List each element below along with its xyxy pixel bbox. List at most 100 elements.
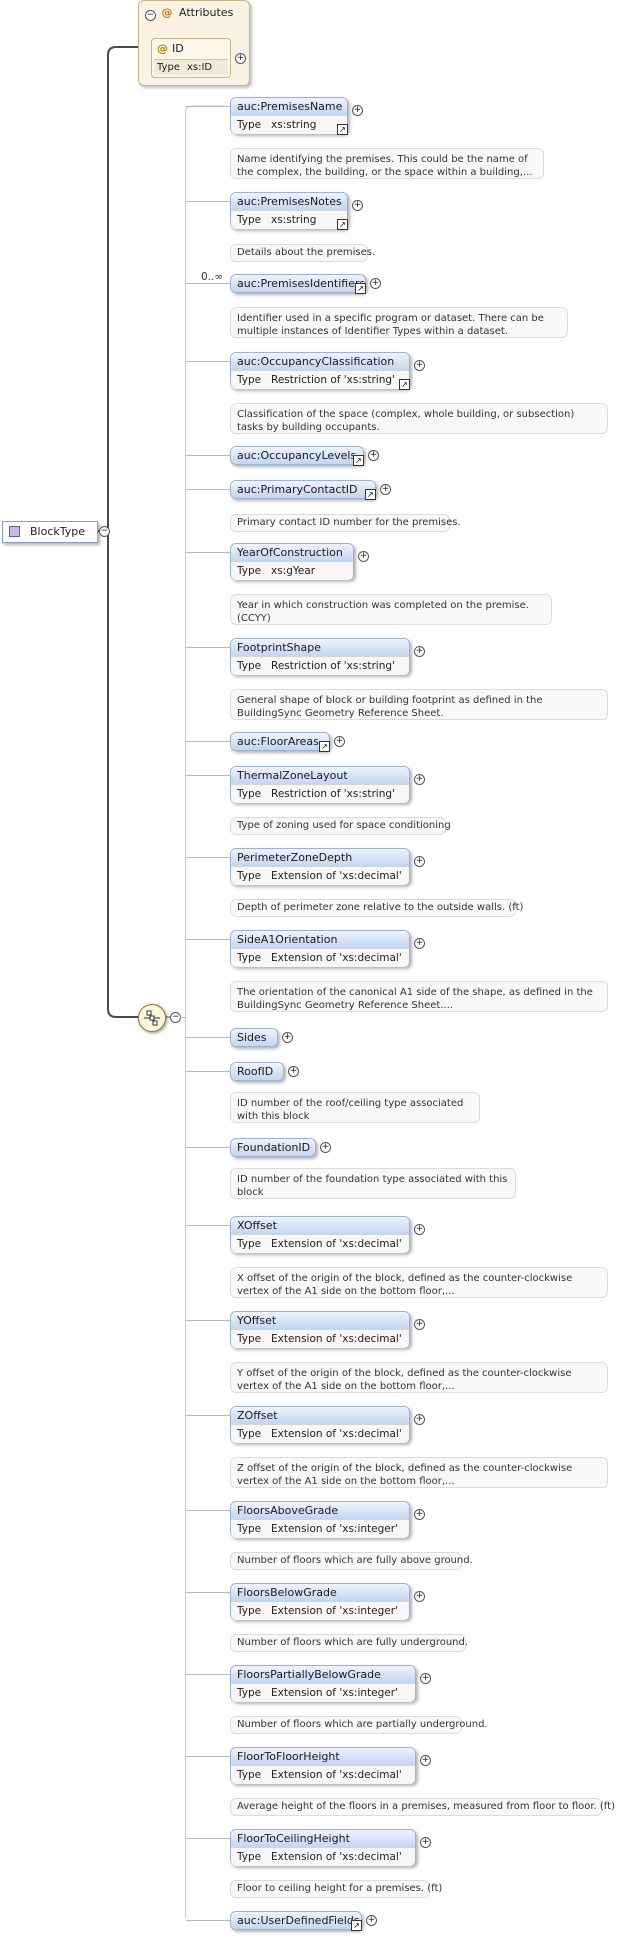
expand-icon[interactable]: + [380, 484, 391, 495]
documentation-note: Primary contact ID number for the premis… [230, 514, 461, 532]
element-name: FoundationID [231, 1139, 315, 1156]
expand-icon[interactable]: + [352, 200, 363, 211]
attribute-name: ID [172, 42, 184, 55]
sequence-trunk-line [185, 118, 186, 1918]
attributes-title: Attributes [179, 6, 234, 19]
element-name: auc:UserDefinedFields [231, 1912, 361, 1929]
element-type-value: Extension of 'xs:decimal' [271, 1333, 402, 1345]
child-connector-line [186, 775, 230, 776]
documentation-note: Details about the premises. [230, 244, 375, 262]
expand-icon[interactable]: + [334, 736, 345, 747]
expand-icon[interactable]: + [288, 1066, 299, 1077]
element-name: auc:PremisesIdentifiers [231, 275, 365, 292]
element-node[interactable]: Sides [230, 1028, 278, 1047]
element-name: auc:PrimaryContactID [231, 481, 375, 498]
expand-icon[interactable]: + [414, 1509, 425, 1520]
element-node[interactable]: auc:UserDefinedFields [230, 1911, 362, 1930]
element-name: PerimeterZoneDepth [231, 849, 409, 866]
documentation-note: Number of floors which are partially und… [230, 1716, 488, 1734]
expand-icon[interactable]: + [420, 1755, 431, 1766]
reference-arrow-icon[interactable]: ↗ [355, 283, 366, 294]
reference-arrow-icon[interactable]: ↗ [399, 379, 410, 390]
element-node[interactable]: auc:OccupancyLevels [230, 446, 364, 465]
reference-arrow-icon[interactable]: ↗ [337, 219, 348, 230]
expand-icon[interactable]: + [420, 1673, 431, 1684]
documentation-note: The orientation of the canonical A1 side… [230, 981, 608, 1012]
child-connector-line [186, 1592, 230, 1593]
element-name: XOffset [231, 1217, 409, 1234]
child-connector-line [186, 1415, 230, 1416]
child-connector-line [186, 1037, 230, 1038]
expand-icon[interactable]: + [414, 360, 425, 371]
child-connector-line [186, 1147, 230, 1148]
child-connector-line [186, 283, 230, 284]
attribute-at-icon: @ [161, 6, 173, 19]
expand-icon[interactable]: + [420, 1837, 431, 1848]
expand-icon[interactable]: + [370, 278, 381, 289]
documentation-note: Year in which construction was completed… [230, 594, 552, 625]
expand-icon[interactable]: + [414, 774, 425, 785]
element-node[interactable]: RoofID [230, 1062, 284, 1081]
child-connector-line [186, 1320, 230, 1321]
expand-icon[interactable]: + [358, 551, 369, 562]
element-type-label: Type [237, 660, 262, 672]
expand-icon[interactable]: + [414, 1224, 425, 1235]
element-type-label: Type [237, 1851, 262, 1863]
expand-icon[interactable]: + [414, 1414, 425, 1425]
root-complex-type-node[interactable]: BlockType [2, 521, 98, 543]
expand-icon[interactable]: + [368, 450, 379, 461]
element-node[interactable]: auc:FloorAreas [230, 732, 330, 751]
expand-attribute-icon[interactable]: + [235, 53, 246, 64]
expand-icon[interactable]: + [414, 856, 425, 867]
collapse-root-icon[interactable]: − [99, 526, 110, 537]
reference-arrow-icon[interactable]: ↗ [351, 1920, 362, 1931]
expand-icon[interactable]: + [414, 1591, 425, 1602]
expand-icon[interactable]: + [282, 1032, 293, 1043]
reference-arrow-icon[interactable]: ↗ [365, 489, 376, 500]
expand-icon[interactable]: + [414, 938, 425, 949]
element-type-value: Restriction of 'xs:string' [271, 374, 395, 386]
cardinality-label: 0..∞ [201, 271, 224, 283]
element-node[interactable]: FoundationID [230, 1138, 316, 1157]
element-name: RoofID [231, 1063, 283, 1080]
element-type-label: Type [237, 870, 262, 882]
child-connector-line [186, 455, 230, 456]
expand-icon[interactable]: + [414, 1319, 425, 1330]
reference-arrow-icon[interactable]: ↗ [337, 124, 348, 135]
expand-icon[interactable]: + [414, 646, 425, 657]
expand-icon[interactable]: + [352, 105, 363, 116]
reference-arrow-icon[interactable]: ↗ [319, 741, 330, 752]
expand-icon[interactable]: + [366, 1915, 377, 1926]
child-connector-line [186, 552, 230, 553]
element-type-value: Extension of 'xs:integer' [271, 1605, 398, 1617]
collapse-attributes-icon[interactable]: − [145, 10, 156, 21]
reference-arrow-icon[interactable]: ↗ [353, 455, 364, 466]
element-node[interactable]: auc:PremisesIdentifiers [230, 274, 366, 293]
sequence-compositor[interactable] [138, 1004, 166, 1032]
expand-icon[interactable]: + [320, 1142, 331, 1153]
element-node[interactable]: auc:PrimaryContactID [230, 480, 376, 499]
